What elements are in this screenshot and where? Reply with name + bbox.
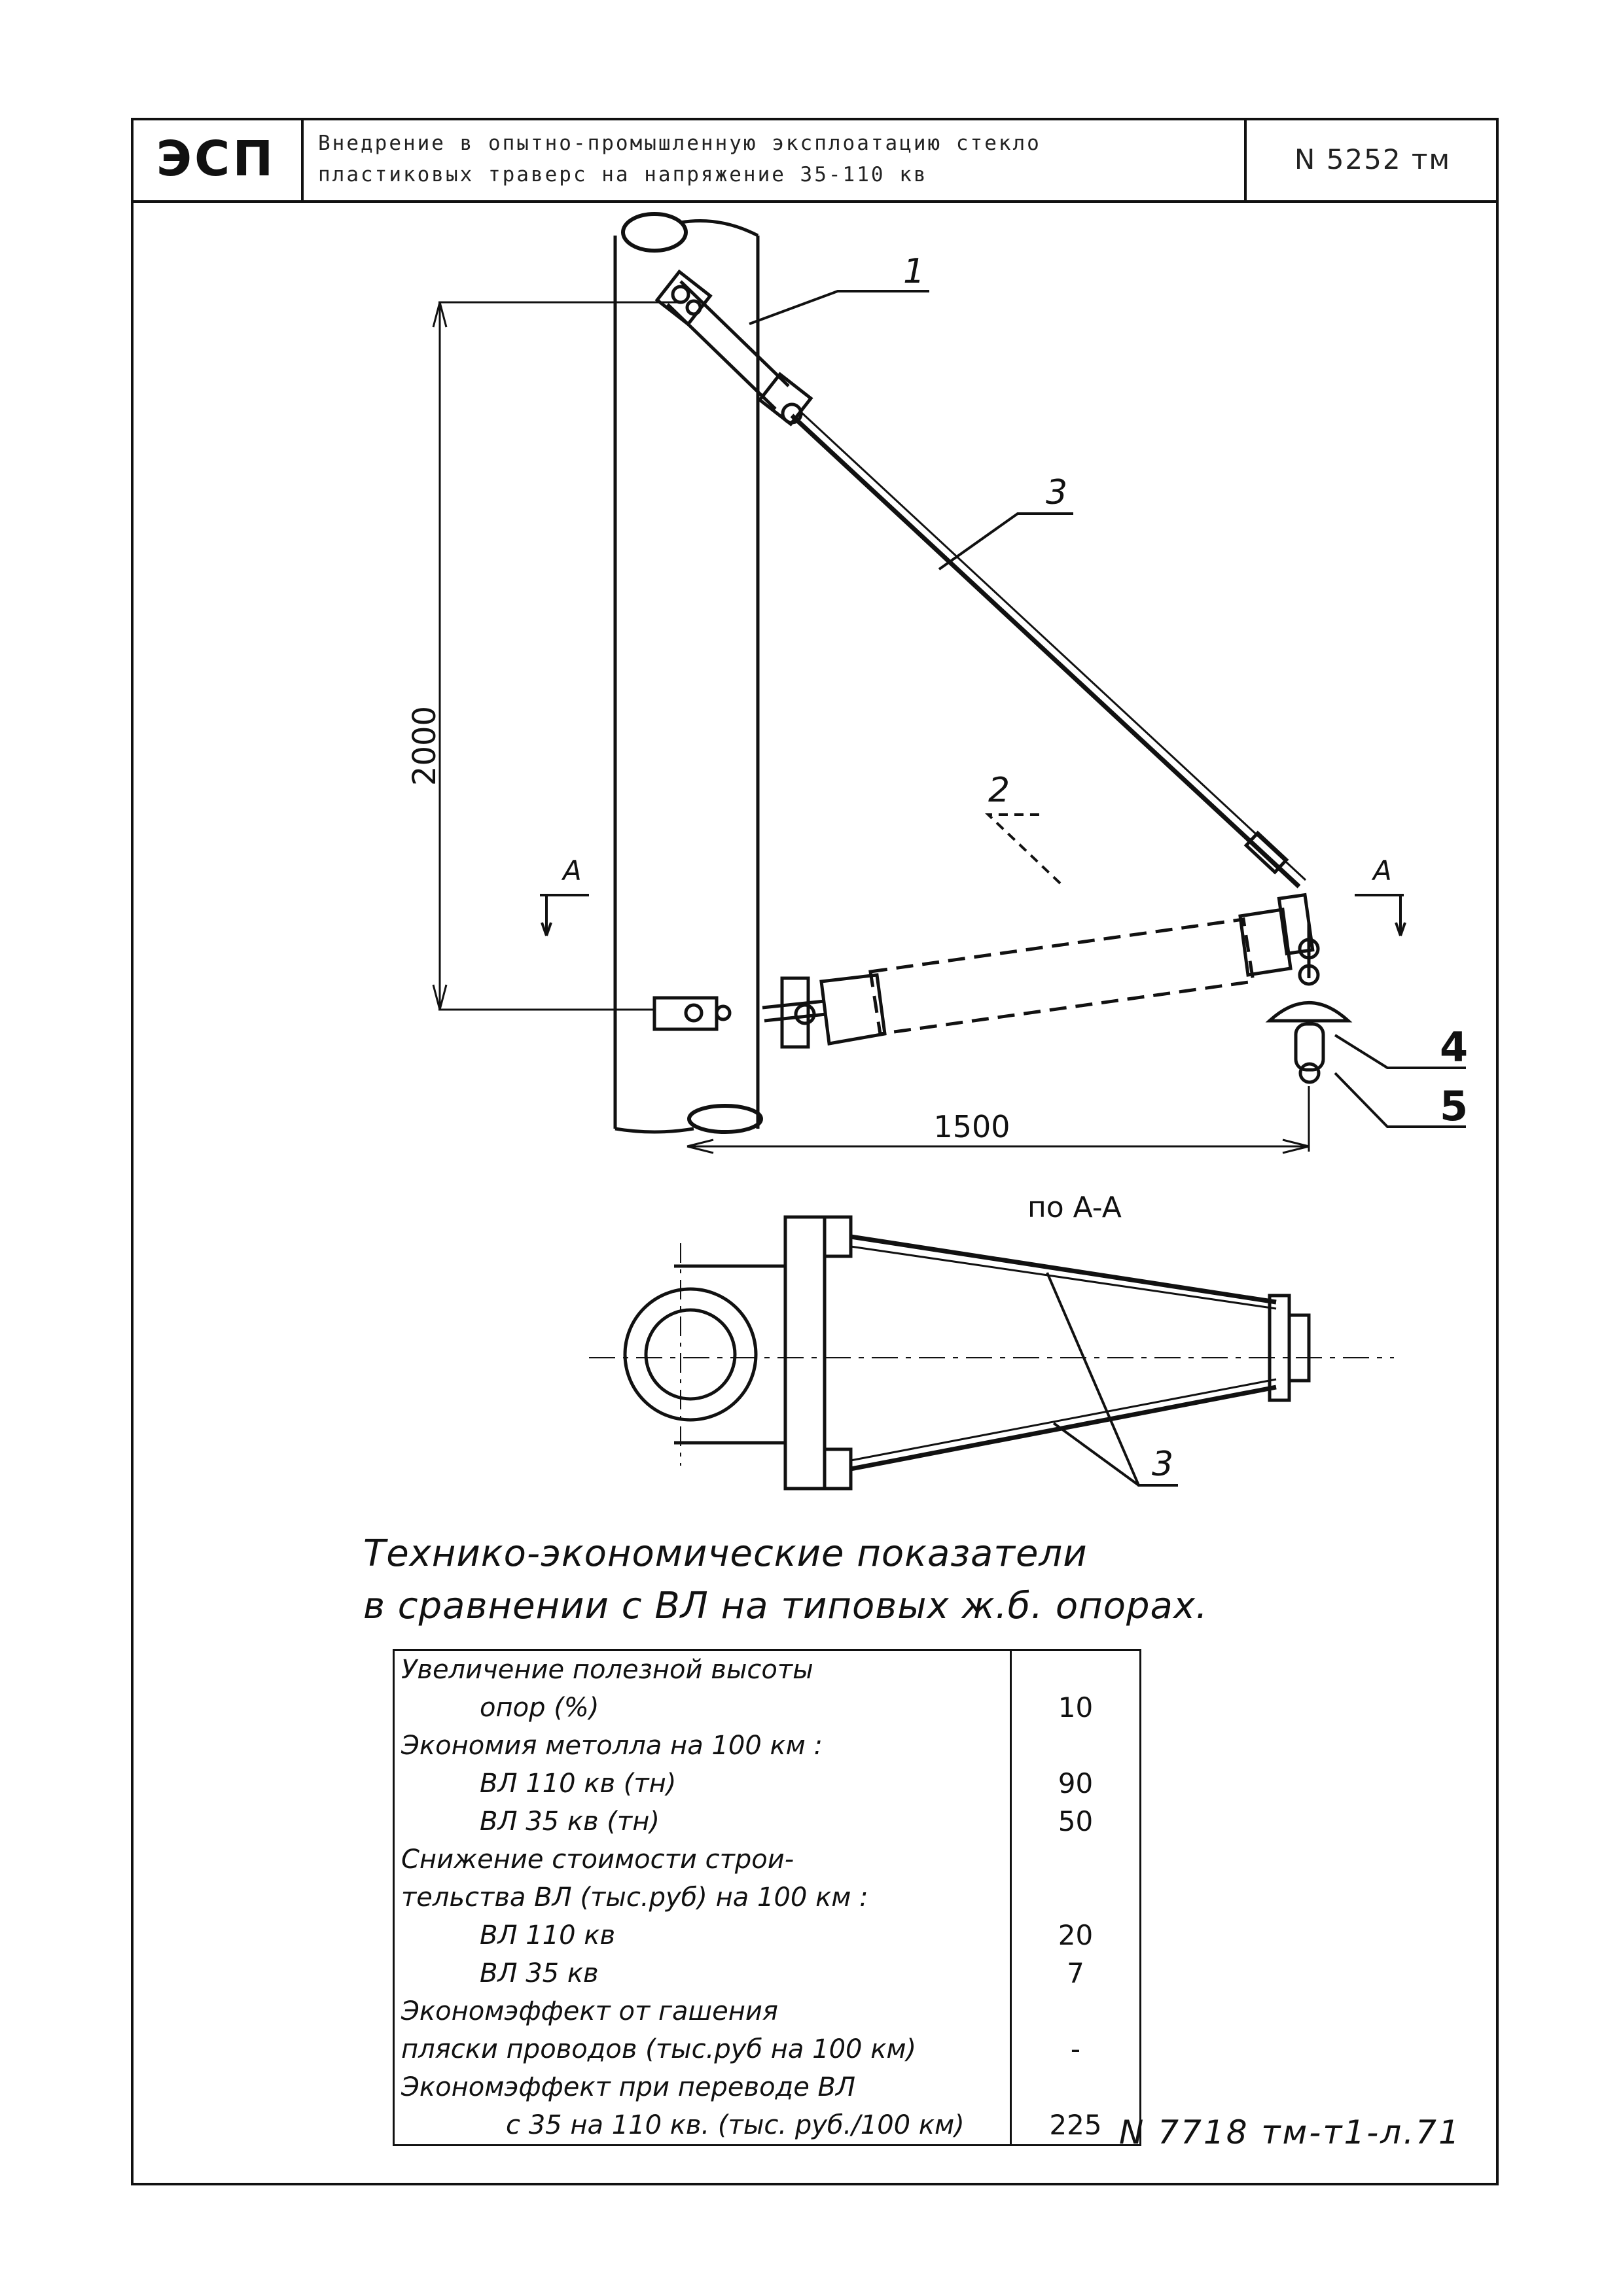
table-row: Экономэффект от гашения bbox=[393, 1992, 1141, 2030]
heading-line-2: в сравнении с ВЛ на типовых ж.б. опорах. bbox=[363, 1585, 1208, 1627]
pole bbox=[613, 212, 763, 1134]
indicator-value bbox=[1010, 1841, 1141, 1879]
tie-rod bbox=[790, 410, 1307, 889]
table-row: Увеличение полезной высоты bbox=[393, 1649, 1141, 1689]
indicator-label: Снижение стоимости строи- bbox=[393, 1841, 1012, 1879]
indicator-label: Экономэффект при переводе ВЛ bbox=[393, 2068, 1012, 2106]
indicator-value: 20 bbox=[1010, 1916, 1141, 1954]
indicator-label: Экономэффект от гашения bbox=[393, 1992, 1012, 2030]
indicator-value: 90 bbox=[1010, 1765, 1141, 1803]
table-row: ВЛ 110 кв (тн)90 bbox=[393, 1765, 1141, 1803]
insulator-string bbox=[1265, 923, 1353, 1084]
lower-bracket bbox=[652, 996, 732, 1031]
callout-2: 2 bbox=[988, 771, 1010, 810]
indicator-value: 7 bbox=[1010, 1954, 1141, 1992]
table-row: Снижение стоимости строи- bbox=[393, 1841, 1141, 1879]
callout-1: 1 bbox=[903, 252, 925, 291]
section-view-label: по A-A bbox=[1027, 1191, 1122, 1224]
indicator-label: с 35 на 110 кв. (тыс. руб./100 км) bbox=[393, 2106, 1012, 2146]
indicator-value bbox=[1010, 1992, 1141, 2030]
section-view bbox=[589, 1215, 1394, 1491]
table-row: с 35 на 110 кв. (тыс. руб./100 км)225 bbox=[393, 2106, 1141, 2146]
indicator-label: ВЛ 35 кв bbox=[393, 1954, 1012, 1992]
section-callout-leaders bbox=[1046, 1272, 1178, 1487]
indicator-value bbox=[1010, 1727, 1141, 1765]
title-block: ЭСП Внедрение в опытно-промышленную эксп… bbox=[131, 118, 1499, 203]
indicator-label: ВЛ 35 кв (тн) bbox=[393, 1803, 1012, 1841]
callout-4: 4 bbox=[1440, 1023, 1468, 1071]
insulator-beam bbox=[762, 892, 1315, 1049]
table-row: тельства ВЛ (тыс.руб) на 100 км : bbox=[393, 1879, 1141, 1916]
callout-5: 5 bbox=[1440, 1082, 1468, 1130]
table-heading: Технико-экономические показатели в сравн… bbox=[363, 1528, 1279, 1633]
table-row: ВЛ 35 кв (тн)50 bbox=[393, 1803, 1141, 1841]
section-mark-right bbox=[1355, 894, 1406, 936]
indicator-label: ВЛ 110 кв bbox=[393, 1916, 1012, 1954]
indicator-label: опор (%) bbox=[393, 1689, 1012, 1727]
dim-1500-label: 1500 bbox=[933, 1109, 1010, 1144]
callout-leaders bbox=[749, 290, 1466, 1128]
heading-line-1: Технико-экономические показатели bbox=[363, 1532, 1088, 1575]
indicator-value bbox=[1010, 1879, 1141, 1916]
upper-bracket bbox=[654, 269, 813, 427]
document-number: N 5252 тм bbox=[1294, 143, 1452, 175]
section-callout-3: 3 bbox=[1152, 1445, 1173, 1484]
organization-code: ЭСП bbox=[131, 118, 304, 200]
indicator-value: 225 bbox=[1010, 2106, 1141, 2146]
dimension-vertical bbox=[432, 301, 681, 1011]
indicator-value: 50 bbox=[1010, 1803, 1141, 1841]
indicator-label: Экономия метолла на 100 км : bbox=[393, 1727, 1012, 1765]
indicator-value: 10 bbox=[1010, 1689, 1141, 1727]
sheet-stamp: N 7718 тм-т1-л.71 bbox=[1119, 2113, 1461, 2151]
indicator-value bbox=[1010, 2068, 1141, 2106]
indicator-label: ВЛ 110 кв (тн) bbox=[393, 1765, 1012, 1803]
indicator-label: пляски проводов (тыс.руб на 100 км) bbox=[393, 2030, 1012, 2068]
section-label-right: A bbox=[1371, 855, 1392, 887]
section-label-left: A bbox=[561, 855, 582, 887]
indicator-value bbox=[1010, 1649, 1141, 1689]
callout-3: 3 bbox=[1046, 473, 1067, 512]
table-row: опор (%)10 bbox=[393, 1689, 1141, 1727]
table-row: пляски проводов (тыс.руб на 100 км)- bbox=[393, 2030, 1141, 2068]
dim-2000-label: 2000 bbox=[406, 706, 443, 786]
table-row: Экономэффект при переводе ВЛ bbox=[393, 2068, 1141, 2106]
document-title: Внедрение в опытно-промышленную эксплоат… bbox=[304, 118, 1247, 200]
table-row: Экономия метолла на 100 км : bbox=[393, 1727, 1141, 1765]
drawing-frame bbox=[131, 118, 1499, 2185]
indicator-label: Увеличение полезной высоты bbox=[393, 1649, 1012, 1689]
dimension-horizontal bbox=[687, 1086, 1310, 1154]
title-line-2: пластиковых траверс на напряжение 35-110… bbox=[318, 163, 928, 186]
indicator-value: - bbox=[1010, 2030, 1141, 2068]
indicator-label: тельства ВЛ (тыс.руб) на 100 км : bbox=[393, 1879, 1012, 1916]
title-line-1: Внедрение в опытно-промышленную эксплоат… bbox=[318, 132, 1041, 155]
section-mark-left bbox=[540, 894, 589, 936]
